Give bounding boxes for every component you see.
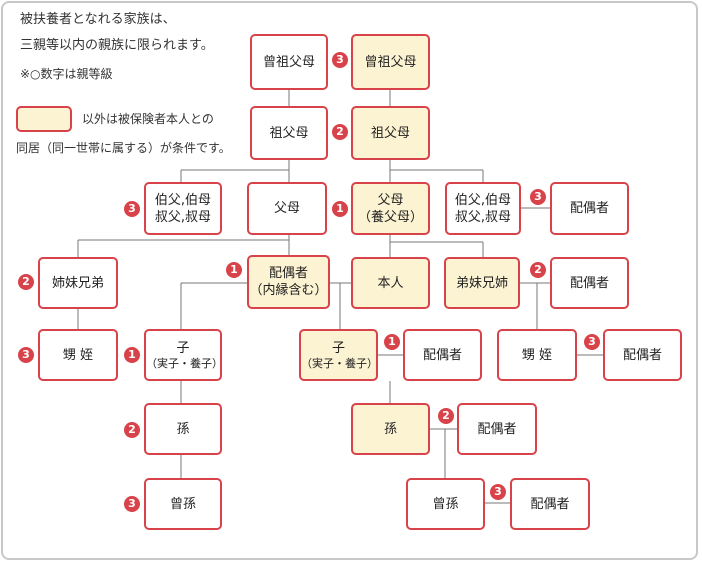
node-parents-in-law: 父母 （養父母） [351, 182, 430, 235]
node-great-grandparents-spouse-side: 曾祖父母 [351, 34, 430, 90]
node-uncles-aunts-spouse: 配偶者 [550, 182, 629, 235]
node-nephews-spouse: 配偶者 [603, 329, 682, 381]
node-siblings-left: 姉妹兄弟 [38, 257, 118, 309]
node-great-grandchild-spouse: 配偶者 [510, 478, 590, 530]
node-grandchild-right: 孫 [351, 403, 430, 455]
degree-badge: 3 [530, 189, 546, 205]
node-parents: 父母 [247, 182, 327, 235]
node-great-grandparents: 曾祖父母 [250, 34, 328, 90]
node-great-grandchild-left: 曾孫 [144, 478, 222, 530]
intro-line-1: 被扶養者となれる家族は、 [20, 12, 176, 27]
degree-badge: 3 [18, 347, 34, 363]
intro-note: ※○数字は親等級 [20, 67, 113, 81]
degree-badge: 1 [226, 262, 242, 278]
node-self: 本人 [351, 257, 430, 309]
node-spouse: 配偶者 （内縁含む） [247, 255, 330, 309]
node-child-spouse: 配偶者 [403, 329, 482, 381]
legend-line-2: 同居（同一世帯に属する）が条件です。 [16, 141, 231, 155]
node-nephews-right: 甥 姪 [497, 329, 577, 381]
node-grandchild-spouse: 配偶者 [457, 403, 537, 455]
degree-badge: 2 [124, 422, 140, 438]
node-nephews-left: 甥 姪 [38, 329, 118, 381]
legend-swatch [16, 106, 72, 132]
node-uncles-aunts-right: 伯父,伯母 叔父,叔母 [445, 182, 521, 235]
degree-badge: 3 [584, 334, 600, 350]
node-grandparents: 祖父母 [250, 106, 328, 160]
degree-badge: 1 [332, 201, 348, 217]
legend-line-1: 以外は被保険者本人との [82, 112, 214, 126]
degree-badge: 2 [438, 408, 454, 424]
intro-line-2: 三親等以内の親族に限られます。 [20, 38, 214, 53]
node-great-grandchild-right: 曾孫 [406, 478, 485, 530]
node-siblings-right: 弟妹兄姉 [444, 257, 520, 309]
node-uncles-aunts-left: 伯父,伯母 叔父,叔母 [144, 182, 222, 235]
degree-badge: 2 [530, 262, 546, 278]
node-child-left: 子 （実子・養子） [144, 329, 223, 381]
node-grandparents-spouse-side: 祖父母 [351, 106, 430, 160]
degree-badge: 2 [332, 124, 348, 140]
degree-badge: 2 [18, 274, 34, 290]
node-siblings-spouse: 配偶者 [550, 257, 629, 309]
degree-badge: 1 [384, 334, 400, 350]
degree-badge: 1 [124, 347, 140, 363]
node-grandchild-left: 孫 [144, 403, 222, 455]
degree-badge: 3 [490, 484, 506, 500]
degree-badge: 3 [332, 52, 348, 68]
degree-badge: 3 [124, 201, 140, 217]
node-child-right: 子 （実子・養子） [299, 329, 378, 381]
degree-badge: 3 [124, 496, 140, 512]
